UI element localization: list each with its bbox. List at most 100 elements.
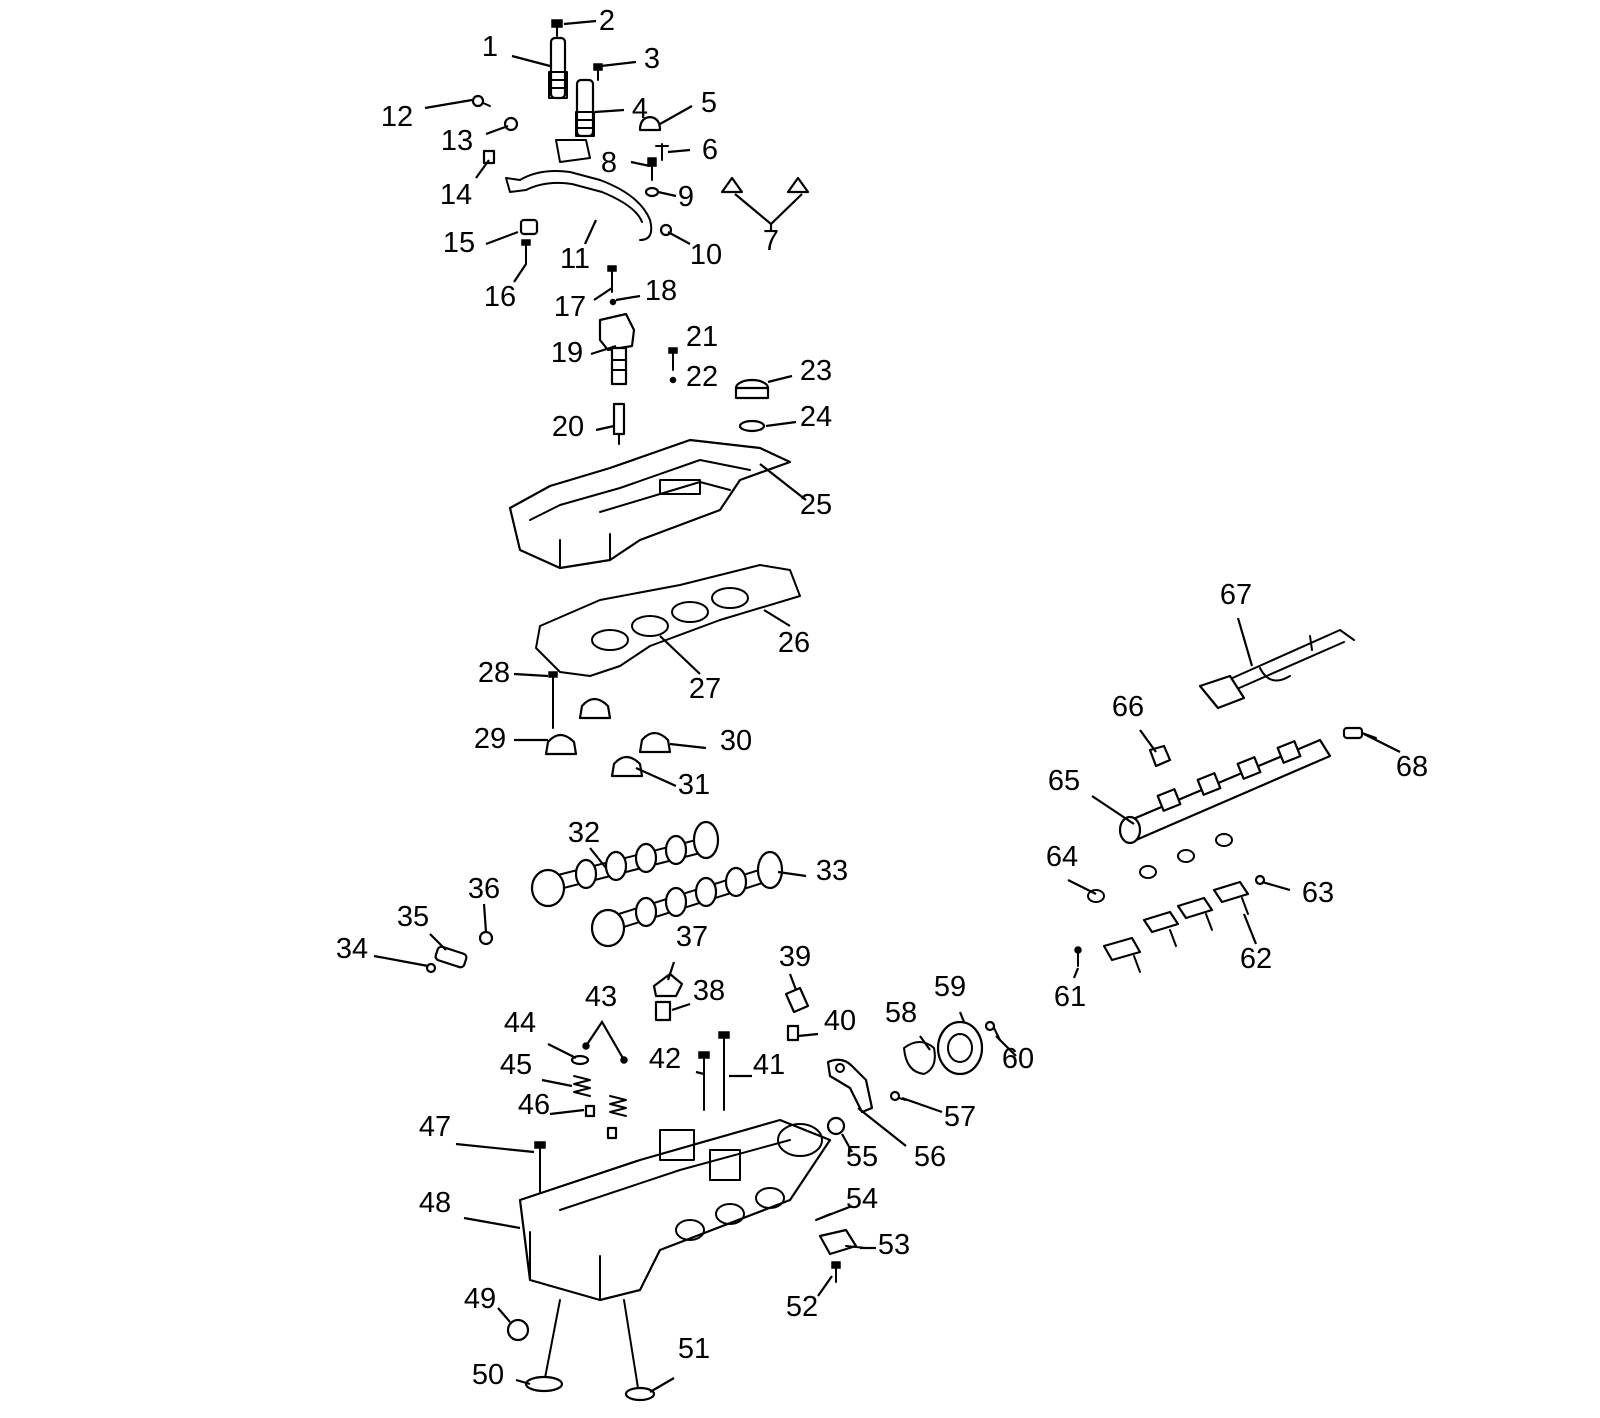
part-12-bolt [471,94,491,108]
part-31-bearing-cap [610,755,644,778]
callout-9: 9 [678,181,694,213]
callout-63: 63 [1302,877,1334,909]
callout-49: 49 [464,1283,496,1315]
part-8-bolt [647,157,657,181]
callout-35: 35 [397,901,429,933]
callout-7: 7 [763,225,779,257]
part-56-bracket [826,1058,874,1114]
callout-1: 1 [482,31,498,63]
part-64-injector-clips [1087,833,1233,903]
callout-23: 23 [800,355,832,387]
callout-55: 55 [846,1141,878,1173]
part-4-actuator [575,78,595,138]
callout-56: 56 [914,1141,946,1173]
part-5-cap [638,115,662,132]
callout-59: 59 [934,971,966,1003]
part-51-exhaust-valve [623,1299,656,1402]
callout-21: 21 [686,321,718,353]
callout-2: 2 [599,5,615,37]
part-14-clip [482,149,496,165]
part-67-wiring-harness [1198,629,1355,710]
part-50-intake-valve [524,1299,564,1393]
part-25-camshaft-cover [508,438,792,570]
part-55-plug [826,1116,846,1136]
callout-30: 30 [720,725,752,757]
part-18-washer [609,298,617,306]
part-20-spark-plug [612,402,626,445]
callout-24: 24 [800,401,832,433]
part-9-oring [644,186,660,198]
callout-43: 43 [585,981,617,1013]
part-53-sensor [818,1228,867,1256]
part-35-sensor [434,945,468,969]
callout-46: 46 [518,1089,550,1121]
callout-14: 14 [440,179,472,211]
callout-50: 50 [472,1359,504,1391]
part-1-actuator [548,36,568,100]
part-30-bearing-cap [638,731,672,754]
part-39-sensor [784,986,810,1014]
callout-66: 66 [1112,691,1144,723]
callout-60: 60 [1002,1043,1034,1075]
callout-47: 47 [419,1111,451,1143]
callout-29: 29 [474,723,506,755]
part-2-bolt [551,19,563,37]
callout-33: 33 [816,855,848,887]
callout-13: 13 [441,125,473,157]
callout-28: 28 [478,657,510,689]
callout-38: 38 [693,975,725,1007]
callout-19: 19 [551,337,583,369]
callout-36: 36 [468,873,500,905]
callout-25: 25 [800,489,832,521]
part-49-valve-seal [506,1318,530,1342]
part-61-oring [1074,946,1082,967]
callout-52: 52 [786,1291,818,1323]
part-bearing-cap [578,697,612,720]
part-33-exhaust-camshaft [590,850,784,948]
part-26-cover-gasket [535,564,801,677]
part-45-valve-spring [573,1075,627,1117]
callout-labels: 1 2 3 4 5 6 7 8 9 10 11 12 13 14 15 16 1… [336,5,1428,1391]
callout-11: 11 [560,243,590,275]
part-40-connector [786,1024,800,1042]
part-21-bolt [668,347,678,371]
callout-22: 22 [686,361,718,393]
callout-8: 8 [601,147,617,179]
callout-40: 40 [824,1005,856,1037]
part-37-bracket [652,972,684,998]
part-16-bolt [521,239,531,265]
part-28-bolt [548,671,558,729]
part-48-cylinder-head [518,1118,832,1302]
part-62-fuel-injector [1102,880,1250,973]
callout-57: 57 [944,1101,976,1133]
callout-27: 27 [689,673,721,705]
part-13-nut [503,116,519,132]
callout-31: 31 [678,769,710,801]
part-11-tube [505,139,653,241]
part-59-vacuum-pump [936,1020,984,1076]
callout-54: 54 [846,1183,878,1215]
callout-44: 44 [504,1007,536,1039]
callout-48: 48 [419,1187,451,1219]
callout-51: 51 [678,1333,710,1365]
part-34-bolt [425,962,437,974]
callout-37: 37 [676,921,708,953]
callout-41: 41 [753,1049,785,1081]
part-22-washer [669,376,677,384]
part-19-ignition-coil [598,312,636,386]
callout-10: 10 [690,239,722,271]
callout-5: 5 [701,87,717,119]
callout-17: 17 [554,291,586,323]
part-27-spark-plug-seals [591,587,749,651]
callout-42: 42 [649,1043,681,1075]
callout-67: 67 [1220,579,1252,611]
callout-15: 15 [443,227,475,259]
callout-45: 45 [500,1049,532,1081]
part-65-fuel-rail [1118,738,1332,845]
callout-18: 18 [645,275,677,307]
callout-53: 53 [878,1229,910,1261]
callout-61: 61 [1054,981,1086,1013]
part-38-sleeve [654,1000,672,1022]
